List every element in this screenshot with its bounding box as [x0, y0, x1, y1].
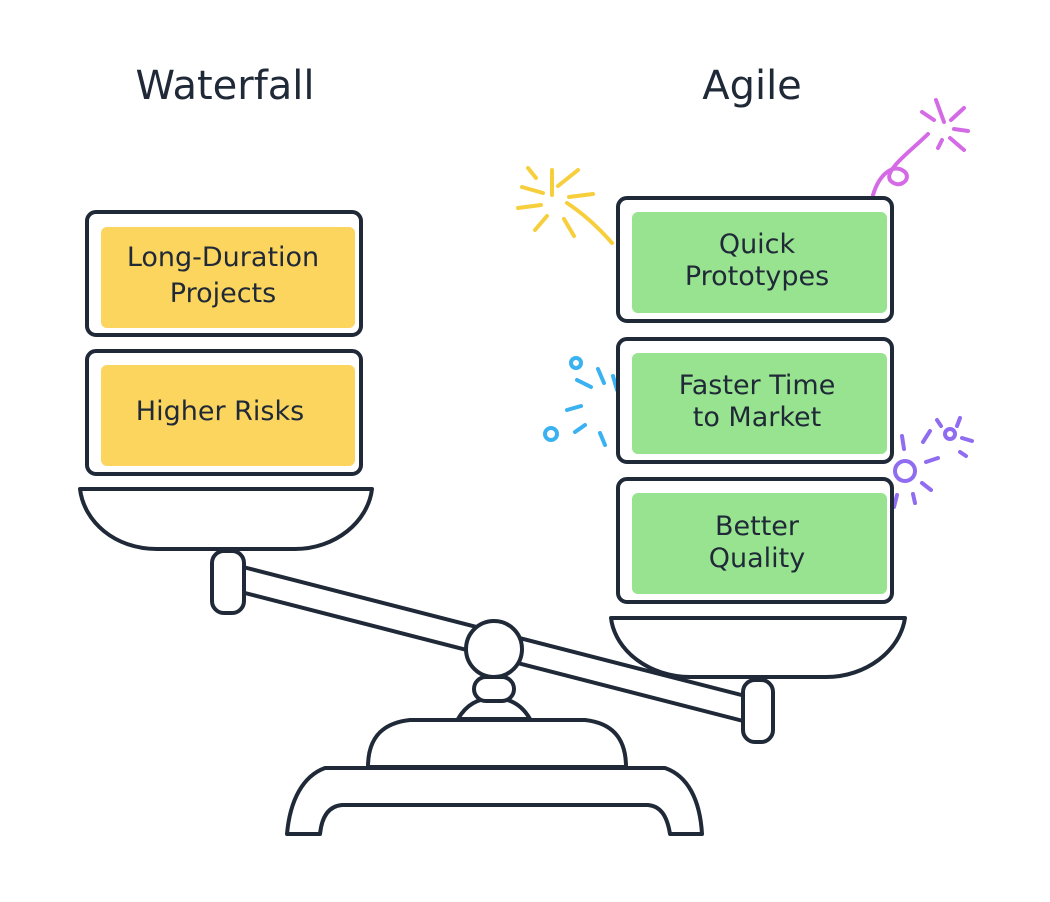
- agile-card-better-quality: Better Quality: [616, 477, 894, 604]
- card-label-line: Prototypes: [685, 261, 829, 292]
- card-fill: [632, 493, 887, 594]
- card-fill: [632, 353, 887, 454]
- card-label-line: Projects: [170, 278, 276, 309]
- card-label-line: Better: [715, 511, 800, 542]
- card-label-line: to Market: [693, 402, 822, 433]
- blue-firework-icon: [543, 356, 619, 447]
- agile-card-faster-time: Faster Time to Market: [616, 337, 894, 464]
- left-pan: [78, 487, 374, 551]
- scale-beam: [210, 549, 775, 744]
- card-label-line: Quality: [709, 543, 805, 574]
- agile-heading: Agile: [702, 63, 802, 109]
- waterfall-card-higher-risks: Higher Risks: [85, 349, 363, 476]
- waterfall-heading: Waterfall: [135, 63, 314, 109]
- card-fill: [101, 365, 355, 466]
- card-label-line: Higher Risks: [136, 396, 304, 427]
- magenta-firework-icon: [871, 98, 970, 197]
- scale-base: [285, 675, 704, 836]
- card-label-line: Quick: [719, 229, 796, 260]
- yellow-firework-icon: [516, 166, 614, 245]
- purple-firework-icon: [892, 416, 974, 509]
- right-pan: [609, 616, 907, 679]
- waterfall-card-long-duration: Long-Duration Projects: [85, 210, 363, 337]
- card-fill: [101, 227, 355, 328]
- card-label-line: Long-Duration: [127, 242, 319, 273]
- card-fill: [632, 212, 887, 313]
- agile-card-quick-prototypes: Quick Prototypes: [616, 196, 894, 323]
- card-label-line: Faster Time: [679, 370, 836, 401]
